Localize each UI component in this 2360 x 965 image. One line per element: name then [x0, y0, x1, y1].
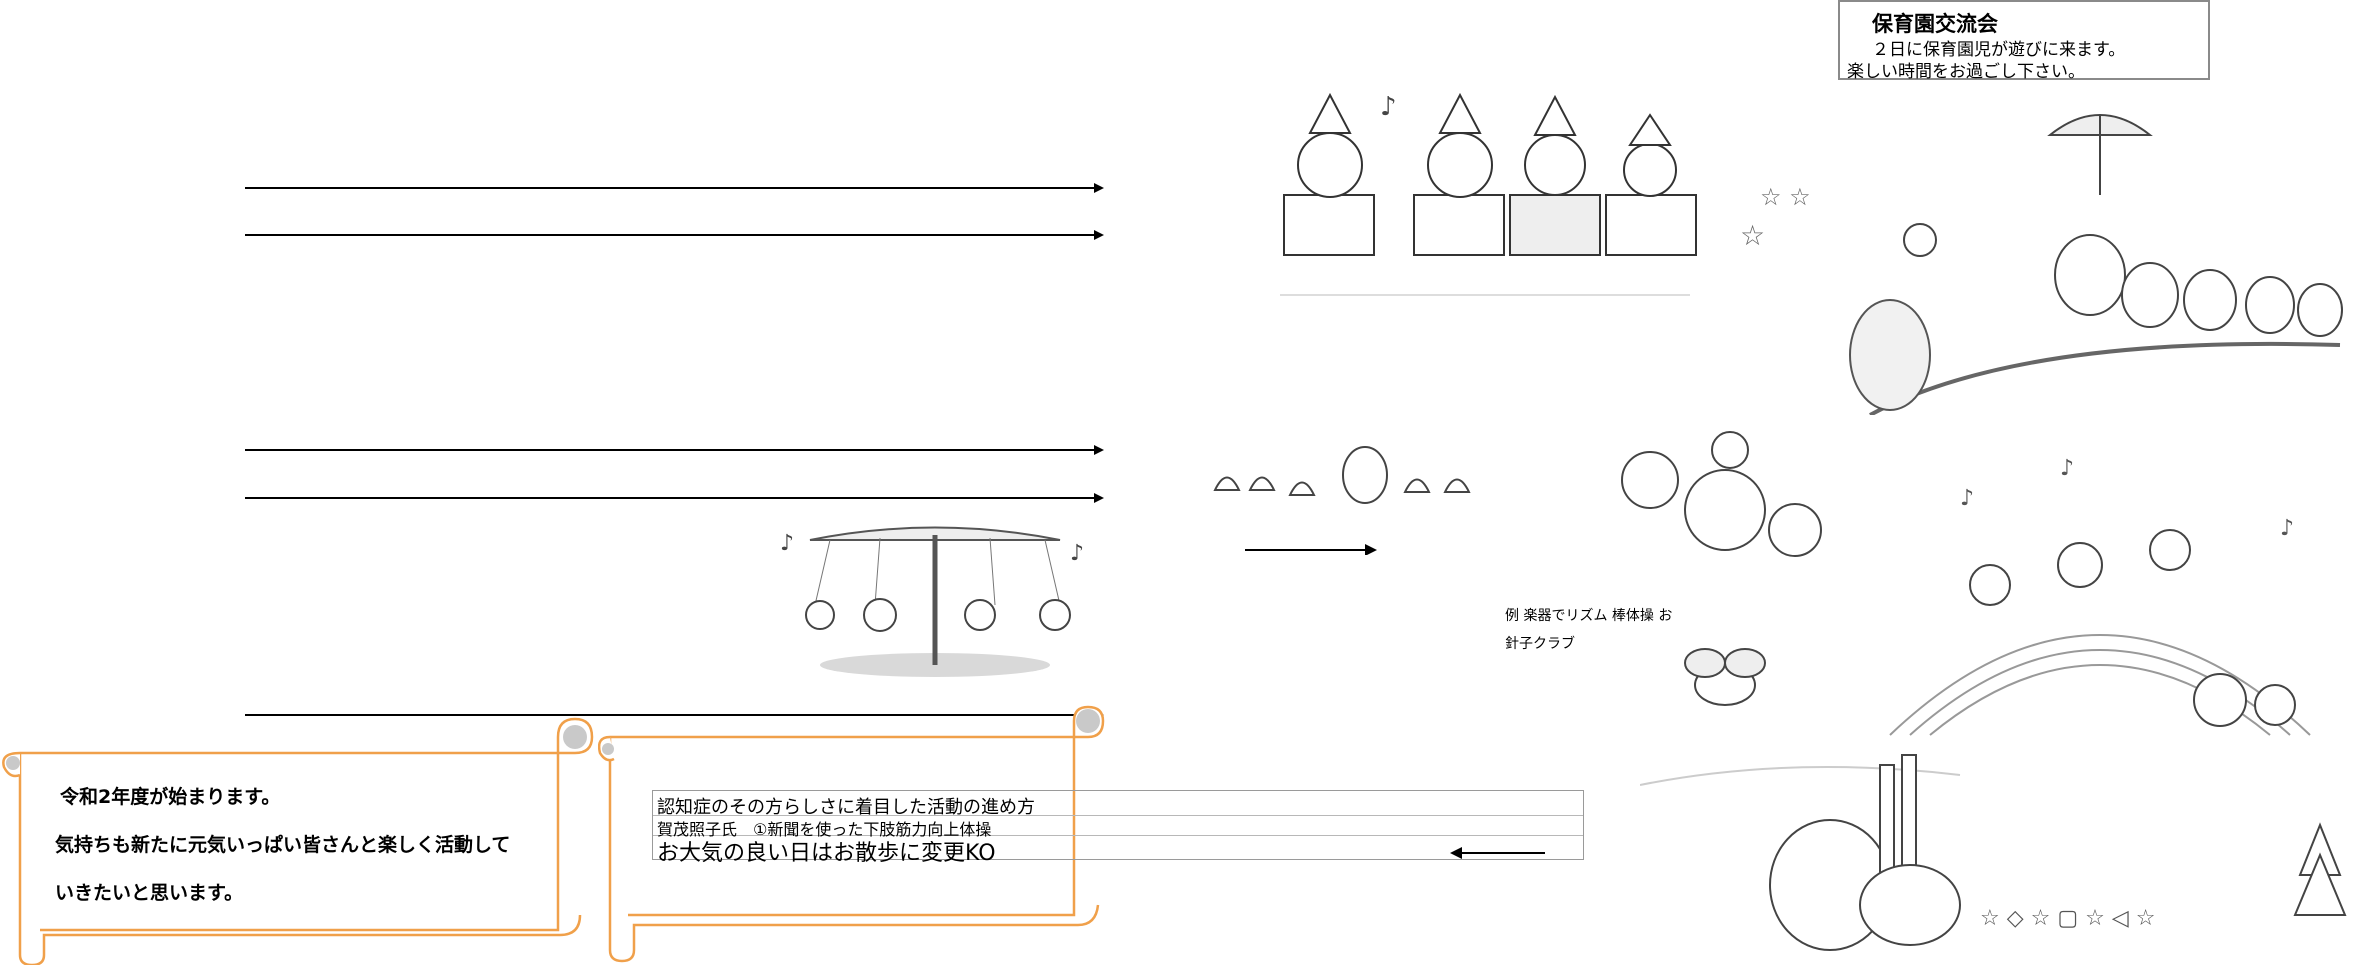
- svg-text:☆ ☆: ☆ ☆: [1760, 183, 1811, 211]
- table-cell: 賀茂照子氏 ①新聞を使った下肢筋力向上体操: [657, 820, 992, 839]
- bee-illustration: [1684, 648, 1766, 706]
- notice-line-2: 楽しい時間をお過ごし下さい。: [1847, 62, 2085, 82]
- writing-line-3: [245, 445, 1104, 455]
- svg-text:♪: ♪: [1070, 541, 1084, 566]
- notice-line-1: ２日に保育園児が遊びに来ます。: [1872, 40, 2126, 60]
- writing-line-2: [245, 230, 1104, 240]
- scroll-left-line-3: いきたいと思います。: [55, 882, 244, 904]
- svg-text:♪: ♪: [1380, 92, 1397, 122]
- carousel-illustration: ♪ ♪: [780, 526, 1084, 677]
- tulips-illustration: [1213, 446, 1471, 555]
- svg-text:♪: ♪: [2280, 516, 2294, 541]
- table-row: お大気の良い日はお散歩に変更KO: [653, 835, 1583, 866]
- animal-train-illustration: ♪: [1280, 92, 1697, 296]
- table-row: 賀茂照子氏 ①新聞を使った下肢筋力向上体操: [653, 815, 1583, 839]
- example-line-1: 例 楽器でリズム 棒体操 お: [1505, 608, 1673, 624]
- left-arrow-icon: [1450, 847, 1545, 859]
- example-line-2: 針子クラブ: [1505, 636, 1575, 652]
- table-cell: 認知症のその方らしさに着目した活動の進め方: [657, 797, 1035, 818]
- svg-text:♪: ♪: [1960, 486, 1974, 511]
- svg-text:☆ ◇ ☆ ▢ ☆ ◁ ☆: ☆ ◇ ☆ ▢ ☆ ◁ ☆: [1980, 906, 2155, 931]
- scroll-left-frame: [2, 717, 594, 965]
- scroll-left-line-1: 令和2年度が始まります。: [60, 786, 281, 808]
- rainbow-band-illustration: ♪ ♪ ♪: [1889, 456, 2311, 736]
- svg-text:☆: ☆: [1740, 219, 1765, 252]
- bear-bunny-flowers-illustration: [1621, 431, 1822, 557]
- table-row: 認知症のその方らしさに着目した活動の進め方: [653, 791, 1583, 818]
- scroll-left-line-2: 気持ちも新たに元気いっぱい皆さんと楽しく活動して: [55, 834, 511, 856]
- svg-text:♪: ♪: [2060, 456, 2074, 481]
- writing-line-1: [245, 183, 1104, 193]
- notice-title: 保育園交流会: [1872, 12, 1998, 36]
- svg-text:♪: ♪: [780, 531, 794, 556]
- writing-line-4: [245, 493, 1104, 503]
- mice-on-branch-illustration: ☆ ☆ ☆: [1740, 114, 2343, 415]
- activity-table: 認知症のその方らしさに着目した活動の進め方 賀茂照子氏 ①新聞を使った下肢筋力向…: [652, 790, 1584, 866]
- scroll-right-frame: [598, 705, 1105, 963]
- notice-box: [1838, 0, 2210, 80]
- new-year-illustration: ☆ ◇ ☆ ▢ ☆ ◁ ☆: [1640, 754, 2347, 951]
- table-cell: お大気の良い日はお散歩に変更KO: [657, 841, 996, 866]
